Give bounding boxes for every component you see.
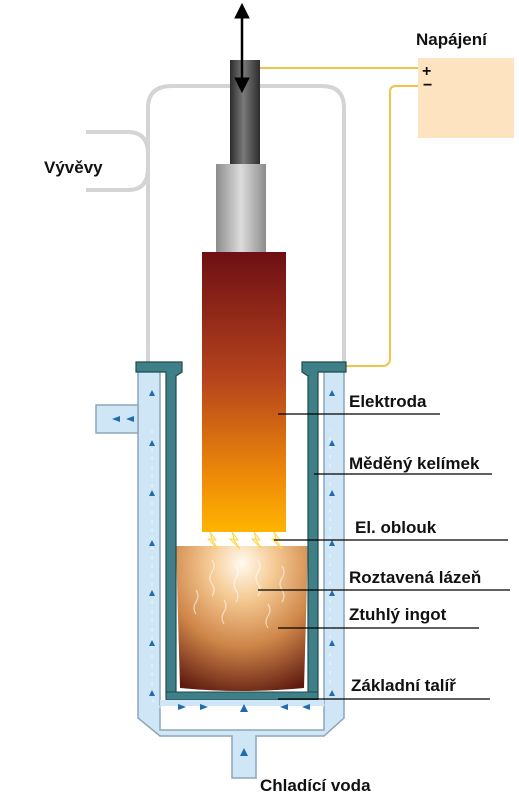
vacuum-pumps-label: Vývěvy [44, 158, 103, 177]
base-plate-water-channel [160, 700, 324, 706]
solid-ingot-label: Ztuhlý ingot [349, 605, 447, 624]
electrode [202, 252, 286, 532]
minus-terminal-label: − [423, 77, 433, 94]
electrode-holder [216, 164, 266, 252]
molten-pool-label: Roztavená lázeň [349, 568, 482, 587]
base-plate-label: Základní talíř [351, 676, 456, 695]
plus-terminal-label: + [422, 63, 432, 80]
electrode-rod [230, 60, 260, 164]
power-supply-box [418, 58, 514, 138]
power-supply-label: Napájení [416, 30, 487, 49]
cooling-jacket [95, 367, 345, 779]
cooling-water-label: Chladící voda [260, 776, 371, 795]
solid-ingot [176, 546, 308, 691]
flow-arrows [112, 390, 335, 756]
leader-lines [258, 413, 510, 700]
power-wire [246, 67, 418, 367]
electrode-label: Elektroda [349, 392, 427, 411]
up-down-arrow-icon [234, 2, 250, 94]
arc-label: El. oblouk [355, 518, 437, 537]
copper-crucible-label: Měděný kelímek [349, 454, 480, 473]
